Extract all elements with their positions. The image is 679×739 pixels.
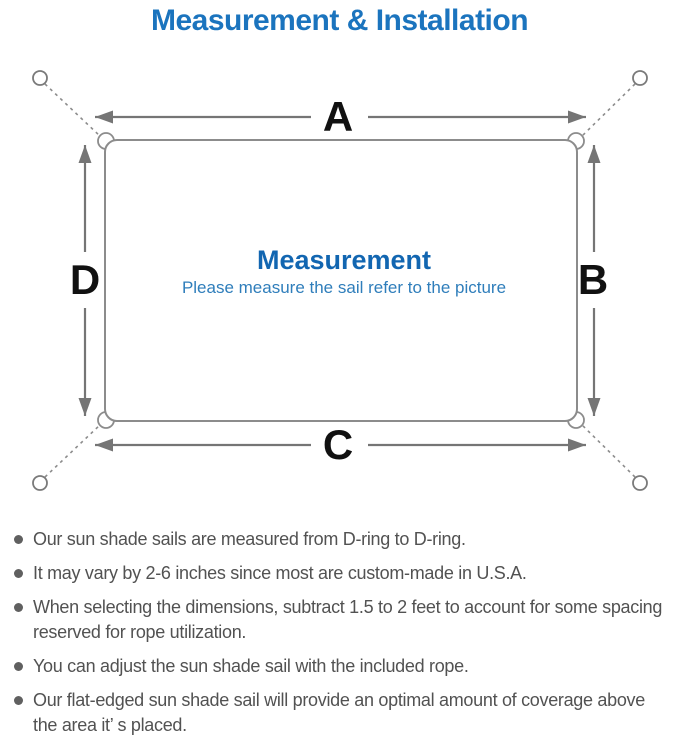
center-heading: Measurement	[257, 245, 431, 275]
anchor-ring-icon-bottom-right	[632, 475, 648, 491]
note-text: It may vary by 2-6 inches since most are…	[33, 563, 527, 583]
measurement-diagram: A B C D Measurement Please measure the s…	[32, 70, 648, 491]
center-subtitle: Please measure the sail refer to the pic…	[182, 278, 506, 297]
list-item: Our flat-edged sun shade sail will provi…	[12, 688, 667, 738]
bullet-icon	[14, 603, 23, 612]
notes-list: Our sun shade sails are measured from D-…	[12, 527, 667, 739]
bullet-icon	[14, 662, 23, 671]
page-title: Measurement & Installation	[150, 4, 529, 37]
anchor-ring-icon-bottom-left	[32, 475, 48, 491]
dimension-label-d: D	[70, 256, 100, 303]
note-text: Our sun shade sails are measured from D-…	[33, 529, 466, 549]
dimension-label-b: B	[578, 256, 608, 303]
sail-rectangle	[104, 139, 578, 422]
anchor-ring-icon-top-right	[632, 70, 648, 86]
list-item: You can adjust the sun shade sail with t…	[12, 654, 667, 679]
rope-dashed-line-bottom-right	[580, 423, 636, 478]
anchor-ring-icon-top-left	[32, 70, 48, 86]
bullet-icon	[14, 569, 23, 578]
rope-dashed-line-top-right	[580, 83, 636, 138]
rope-dashed-line-top-left	[44, 83, 102, 138]
dimension-label-a: A	[323, 93, 353, 140]
bullet-icon	[14, 535, 23, 544]
note-text: When selecting the dimensions, subtract …	[33, 597, 663, 642]
note-text: Our flat-edged sun shade sail will provi…	[33, 690, 645, 735]
dimension-label-c: C	[323, 421, 353, 468]
list-item: When selecting the dimensions, subtract …	[12, 595, 667, 645]
rope-dashed-line-bottom-left	[44, 423, 102, 478]
list-item: It may vary by 2-6 inches since most are…	[12, 561, 667, 586]
list-item: Our sun shade sails are measured from D-…	[12, 527, 667, 552]
bullet-icon	[14, 696, 23, 705]
note-text: You can adjust the sun shade sail with t…	[33, 656, 469, 676]
